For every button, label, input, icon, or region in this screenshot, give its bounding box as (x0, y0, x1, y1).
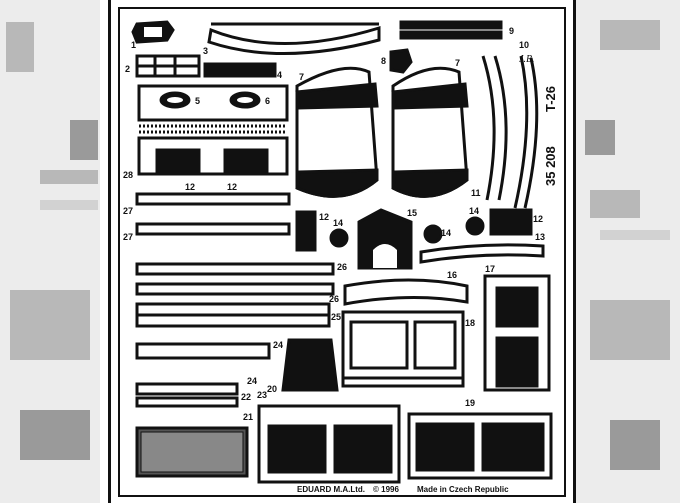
background-part (590, 190, 640, 218)
part-number: 14 (441, 228, 451, 238)
background-part (10, 290, 90, 360)
part-number: 12 (319, 212, 329, 222)
maker-line: EDUARD M.A.Ltd. © 1996 Made in Czech Rep… (297, 485, 509, 494)
part-number: 12 (185, 182, 195, 192)
part-number: 27 (123, 206, 133, 216)
part-number: 14 (469, 206, 479, 216)
part-16 (343, 278, 469, 306)
background-part (40, 170, 98, 184)
part-number: 27 (123, 232, 133, 242)
background-part (600, 230, 670, 240)
part-8 (389, 48, 413, 74)
part-22 (135, 382, 239, 396)
part-number: 22 (241, 392, 251, 402)
part-3 (207, 25, 381, 55)
part-17 (483, 274, 551, 392)
part-21 (135, 426, 249, 478)
part-number: 15 (407, 208, 417, 218)
background-part (6, 22, 34, 72)
part-15 (357, 208, 413, 270)
part-number: 1 (131, 40, 136, 50)
part-23 (257, 404, 401, 484)
part-number: 12 (533, 214, 543, 224)
part-19 (407, 412, 553, 480)
part-11 (513, 55, 529, 209)
part-number: 28 (123, 170, 133, 180)
background-part (590, 300, 670, 360)
part-5-6-frame (137, 84, 289, 176)
part-number: 6 (265, 96, 270, 106)
part-26-b (135, 282, 335, 296)
part-1 (131, 20, 175, 44)
part-27-b (135, 222, 291, 236)
background-part (610, 420, 660, 470)
part-7-right (391, 66, 469, 198)
background-part (585, 120, 615, 155)
part-number: 5 (195, 96, 200, 106)
part-number: 10 (519, 40, 529, 50)
part-14-a (329, 228, 349, 248)
part-26-a (135, 262, 335, 276)
part-number: 16 (447, 270, 457, 280)
part-number: 8 (381, 56, 386, 66)
part-number: 12 (227, 182, 237, 192)
part-number: 18 (465, 318, 475, 328)
part-number: 3 (203, 46, 208, 56)
part-number: 11 (471, 188, 481, 198)
part-number: 2 (125, 64, 130, 74)
part-number-labels: 1 3 9 2 4 5 6 7 7 8 10 28 12 12 11 27 27… (123, 26, 545, 422)
fret-vertical-text: J.B. T-26 35 208 (519, 54, 558, 186)
background-part (70, 120, 98, 160)
part-27-a (135, 192, 291, 206)
part-20 (135, 396, 239, 408)
part-12-a (295, 210, 317, 252)
part-12-b (489, 208, 533, 236)
part-number: 24 (273, 340, 283, 350)
background-part (40, 200, 98, 210)
part-18 (341, 310, 465, 388)
part-4 (203, 62, 277, 78)
part-number: 14 (333, 218, 343, 228)
part-10-b (493, 55, 508, 201)
background-part (20, 410, 90, 460)
part-number: 20 (267, 384, 277, 394)
etched-fret: 1 3 9 2 4 5 6 7 7 8 10 28 12 12 11 27 27… (108, 0, 576, 503)
part-13 (419, 243, 545, 264)
part-2 (135, 54, 201, 78)
part-number: 25 (331, 312, 341, 322)
model-name: T-26 (543, 86, 558, 112)
background-part (600, 20, 660, 50)
part-number: 9 (509, 26, 514, 36)
part-9 (399, 20, 503, 40)
part-number: 23 (257, 390, 267, 400)
part-14-c (465, 216, 485, 236)
part-7-left (295, 66, 379, 198)
part-number: 26 (337, 262, 347, 272)
part-number: 7 (455, 58, 460, 68)
part-number: 13 (535, 232, 545, 242)
part-number: 24 (247, 376, 257, 386)
part-24-b (281, 338, 339, 392)
part-number: 26 (329, 294, 339, 304)
part-number: 21 (243, 412, 253, 422)
part-11-b (523, 57, 539, 209)
part-number: 4 (277, 70, 282, 80)
part-number: 17 (485, 264, 495, 274)
maker-text: EDUARD M.A.Ltd. (297, 485, 365, 494)
part-14-b (423, 224, 443, 244)
initials: J.B. (519, 54, 535, 65)
part-24-a (135, 342, 271, 360)
origin-text: Made in Czech Republic (417, 485, 509, 494)
part-10 (481, 55, 496, 201)
part-number: 19 (465, 398, 475, 408)
part-number: 7 (299, 72, 304, 82)
fret-drawing: 1 3 9 2 4 5 6 7 7 8 10 28 12 12 11 27 27… (118, 7, 566, 497)
background-fret-right (576, 0, 680, 503)
copyright-text: © 1996 (373, 485, 399, 494)
catalog-number: 35 208 (543, 146, 558, 186)
sprue-frame (118, 7, 566, 497)
